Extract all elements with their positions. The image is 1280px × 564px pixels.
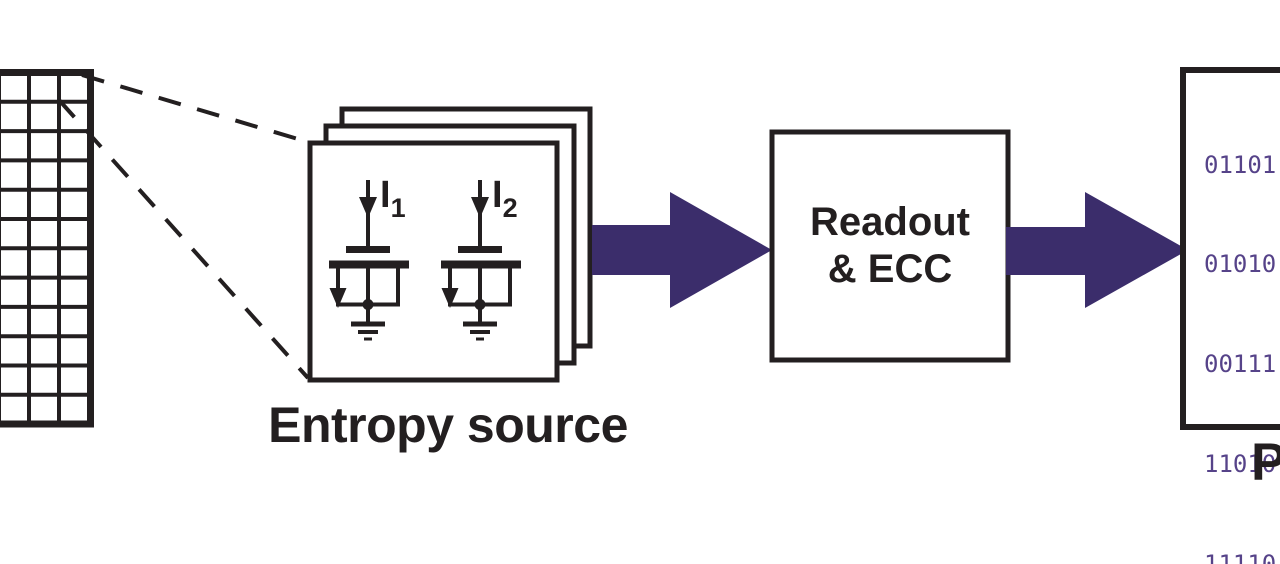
current-label-i1: I1: [380, 176, 406, 222]
bit-row: 11010: [1204, 450, 1277, 479]
flow-arrow-2: [1006, 192, 1188, 308]
zoom-callout-line-bottom: [57, 98, 310, 380]
i1-symbol: I: [380, 174, 391, 216]
bit-row: 01101: [1204, 150, 1277, 179]
readout-box: [769, 129, 1011, 363]
entropy-source-stack: [307, 106, 593, 383]
i2-subscript: 2: [502, 193, 518, 223]
flow-arrow-1: [592, 192, 772, 308]
readout-line-1: Readout: [810, 200, 970, 244]
zoom-callout-lines: [57, 73, 310, 380]
zoom-callout-line-top: [81, 73, 309, 144]
memory-array-grid: [0, 69, 94, 428]
current-label-i2: I2: [492, 176, 518, 222]
readout-line-2: & ECC: [827, 247, 953, 291]
i1-subscript: 1: [390, 193, 406, 223]
readout-box-label: Readout & ECC: [772, 132, 1008, 360]
response-caption-partial: P: [1251, 433, 1280, 492]
entropy-source-caption: Entropy source: [268, 397, 628, 453]
response-box: [1180, 67, 1280, 430]
i2-symbol: I: [492, 174, 503, 216]
memory-array-lines: [0, 72, 90, 424]
bit-row: 01010: [1204, 250, 1277, 279]
bit-row: 00111: [1204, 350, 1277, 379]
